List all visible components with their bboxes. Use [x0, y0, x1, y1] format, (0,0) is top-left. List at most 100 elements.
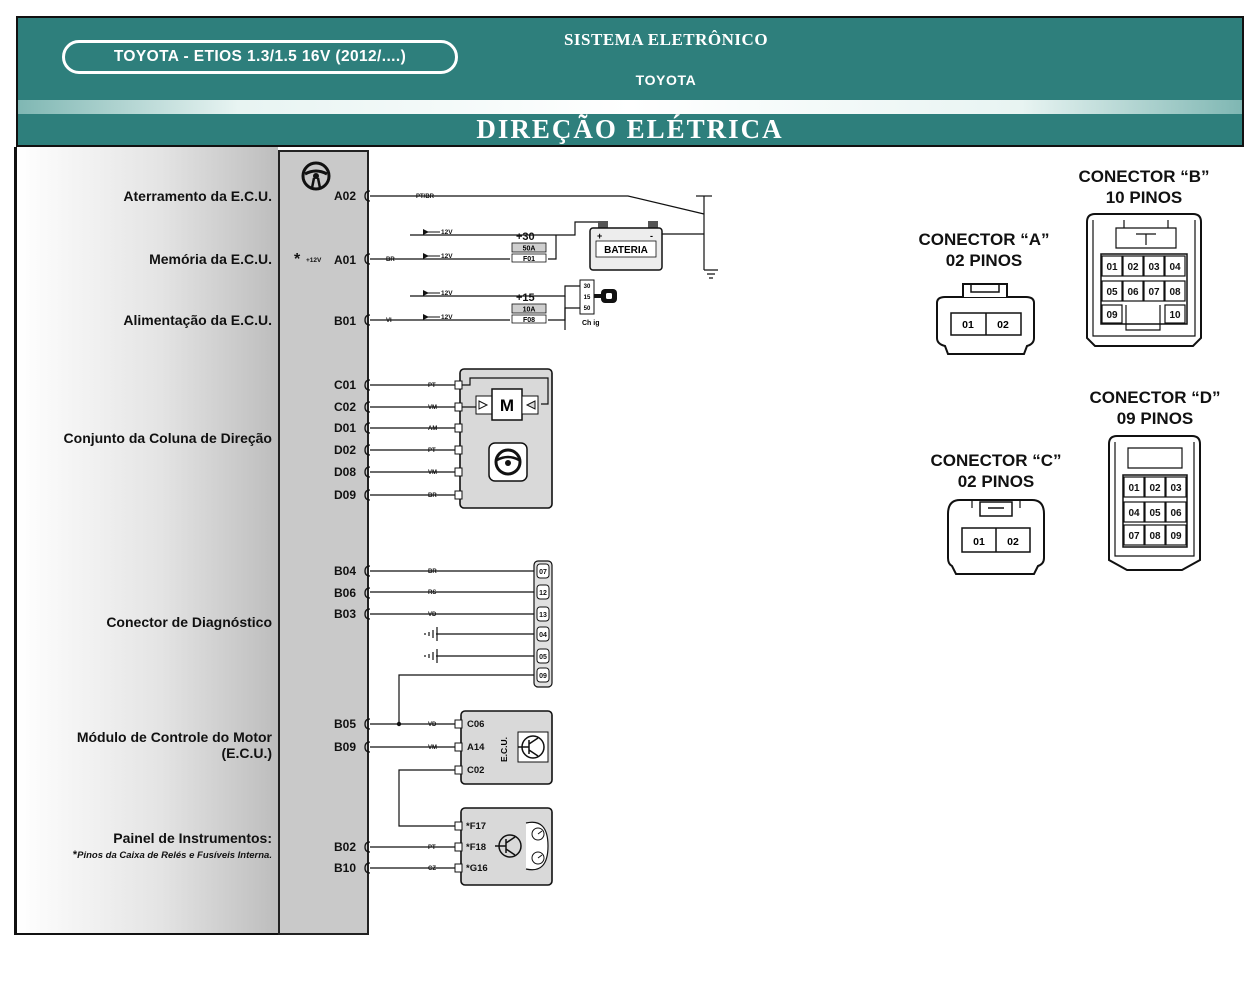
fuse-f01: 50A F01: [511, 242, 547, 263]
plus30-label: +30: [516, 231, 535, 243]
connector-c-drawing: 01 02: [947, 499, 1045, 575]
diagnostic-wires: [370, 570, 536, 724]
diag-pin-1: 07: [539, 569, 547, 576]
v12-label-3: 12V: [441, 290, 453, 297]
connector-b-name: CONECTOR “B”: [1078, 167, 1210, 186]
ecm-pin-2: A14: [467, 742, 485, 753]
pin-a01: A01: [334, 253, 356, 267]
engine-control-module: C06 A14 C02 E.C.U.: [454, 710, 553, 785]
pin-c01: C01: [334, 378, 356, 392]
conn-a-pin-1: 01: [962, 319, 974, 331]
fuse-f01-id: F01: [523, 256, 535, 263]
fuse-f08-rating: 10A: [523, 307, 536, 314]
battery-plus: +: [597, 231, 602, 241]
motor-icon: M: [475, 388, 539, 421]
connector-c-pins: 02 PINOS: [957, 472, 1035, 491]
wire-b04: BR: [428, 569, 437, 575]
ecm-pin-3: C02: [467, 765, 484, 776]
conn-d-pin-5: 05: [1149, 508, 1161, 519]
wire-b02: PT: [428, 845, 436, 851]
label-engine-module: Módulo de Controle do Motor (E.C.U.): [77, 729, 272, 761]
component-label-panel: Aterramento da E.C.U. Memória da E.C.U. …: [14, 147, 278, 935]
ign-15: 15: [584, 295, 591, 301]
footnote-text: Pinos da Caixa de Relés e Fusíveis Inter…: [77, 850, 272, 861]
pin-c02: C02: [334, 400, 356, 414]
pin-b01: B01: [334, 314, 356, 328]
power-wires: [370, 195, 718, 330]
memory-star: *: [294, 251, 301, 268]
wire-d09: BR: [428, 493, 437, 499]
pin-b03: B03: [334, 607, 356, 621]
cluster-transistor-icon: [495, 834, 522, 858]
conn-d-pin-4: 04: [1128, 508, 1140, 519]
memory-12v: +12V: [306, 257, 322, 264]
connector-c-name: CONECTOR “C”: [930, 451, 1062, 470]
diag-pin-4: 04: [539, 632, 547, 639]
gauge-icon: [525, 821, 549, 871]
conn-a-pin-2: 02: [997, 319, 1009, 331]
label-engine-module-line2: (E.C.U.): [221, 745, 272, 761]
connector-d-pins: 09 PINOS: [1116, 409, 1194, 428]
fuse-f08-id: F08: [523, 317, 535, 324]
cluster-pin-1: *F17: [466, 821, 486, 832]
fuse-f01-rating: 50A: [523, 246, 536, 253]
conn-d-pin-9: 09: [1170, 531, 1182, 542]
steering-sensor-icon: [488, 442, 528, 482]
ign-label: Ch ig: [582, 320, 600, 327]
conn-c-pin-2: 02: [1007, 536, 1019, 548]
v12-label-4: 12V: [441, 314, 453, 321]
label-engine-module-line1: Módulo de Controle do Motor: [76, 729, 272, 745]
label-ecu-power: Alimentação da E.C.U.: [123, 312, 272, 328]
engine-module-wires: [370, 723, 459, 827]
footnote: *Pinos da Caixa de Relés e Fusíveis Inte…: [73, 849, 272, 861]
steering-column-box: M: [454, 368, 553, 509]
diag-pin-5: 05: [539, 654, 547, 661]
footnote-star: *: [72, 849, 78, 861]
pin-b10: B10: [334, 861, 356, 875]
wire-d02: PT: [428, 448, 436, 454]
connector-a-pins: 02 PINOS: [945, 251, 1023, 270]
connector-d-name: CONECTOR “D”: [1089, 388, 1221, 407]
conn-b-pin-4: 04: [1169, 262, 1181, 273]
pin-b05: B05: [334, 717, 356, 731]
key-icon: [594, 289, 617, 303]
ign-30: 30: [584, 284, 591, 290]
label-steering-column: Conjunto da Coluna de Direção: [63, 430, 272, 446]
conn-b-pin-5: 05: [1106, 287, 1118, 298]
wire-c01: PT: [428, 383, 436, 389]
connector-a-name: CONECTOR “A”: [918, 230, 1050, 249]
cluster-wires: [370, 846, 459, 869]
wire-b01: VI: [386, 318, 392, 324]
label-ecu-memory: Memória da E.C.U.: [149, 251, 272, 267]
battery-label: BATERIA: [604, 245, 648, 256]
pin-b09: B09: [334, 740, 356, 754]
brand-label: TOYOTA: [635, 72, 697, 88]
wire-d01: AM: [428, 426, 437, 432]
conn-b-pin-9: 09: [1106, 310, 1118, 321]
conn-b-pin-3: 03: [1148, 262, 1160, 273]
conn-b-pin-2: 02: [1127, 262, 1139, 273]
conn-d-pin-2: 02: [1149, 483, 1161, 494]
transistor-icon: [517, 731, 549, 763]
header-divider: [18, 100, 1242, 114]
system-title: SISTEMA ELETRÔNICO: [563, 30, 769, 49]
ecm-label: E.C.U.: [499, 737, 509, 762]
label-ecu-ground: Aterramento da E.C.U.: [123, 188, 272, 204]
steering-wheel-icon: [301, 161, 331, 191]
diag-pin-6: 09: [539, 673, 547, 680]
connector-a-drawing: 01 02: [936, 283, 1035, 355]
wire-b05: VD: [428, 722, 437, 728]
cluster-pin-3: *G16: [466, 863, 488, 874]
conn-d-pin-6: 06: [1170, 508, 1182, 519]
label-instrument-panel: Painel de Instrumentos:: [113, 830, 272, 846]
ignition-switch: 30 15 50 Ch ig: [579, 279, 617, 327]
steering-column-wires: [370, 384, 460, 496]
pin-d09: D09: [334, 488, 356, 502]
steering-ecu-column: [278, 150, 369, 935]
connector-d-drawing: 01 02 03 04 05 06 07 08 09: [1108, 435, 1201, 571]
splice-dot: [396, 721, 402, 727]
battery: BATERIA + -: [589, 221, 663, 271]
plus15-label: +15: [516, 292, 535, 304]
wire-b03: VD: [428, 612, 437, 618]
connector-a-title: CONECTOR “A” 02 PINOS: [898, 229, 1070, 271]
